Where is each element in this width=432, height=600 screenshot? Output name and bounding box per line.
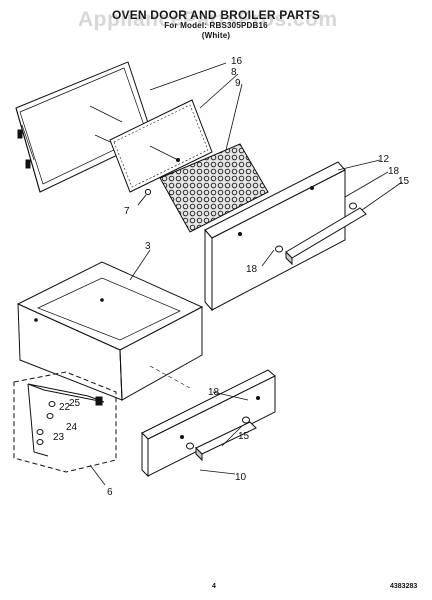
part-9-insulation-mesh — [159, 143, 269, 233]
color-line: (White) — [201, 31, 231, 40]
callout-24: 24 — [66, 422, 78, 433]
callout-labels: 16 8 9 12 18 15 7 18 3 18 25 22 24 23 15… — [53, 56, 410, 498]
callout-15-lower: 15 — [238, 431, 250, 442]
page-number: 4 — [212, 583, 216, 590]
part-15-drawer-handle-lower — [186, 416, 257, 462]
part-10-broiler-drawer-front — [141, 369, 276, 478]
callout-15-upper: 15 — [398, 176, 410, 187]
diagram-title: OVEN DOOR AND BROILER PARTS — [111, 8, 321, 22]
callout-10: 10 — [235, 472, 247, 483]
part-15-door-handle-upper — [275, 202, 367, 266]
callout-22: 22 — [59, 402, 71, 413]
callout-18-lower: 18 — [208, 387, 220, 398]
callout-25: 25 — [69, 398, 81, 409]
callout-3: 3 — [145, 241, 151, 252]
callout-18-upper: 18 — [388, 166, 400, 177]
callout-16: 16 — [231, 56, 243, 67]
document-code: 4383283 — [390, 583, 418, 590]
callout-leader-lines — [89, 62, 403, 486]
part-8-oven-glass — [109, 99, 213, 193]
part-6-bracket-kit — [13, 371, 117, 473]
callout-8: 8 — [231, 67, 237, 78]
callout-7: 7 — [124, 206, 130, 217]
callout-23: 23 — [53, 432, 65, 443]
watermark-logo: AppliancePartsPros.com — [78, 8, 338, 31]
part-7-screw-icon — [137, 188, 152, 206]
callout-12: 12 — [378, 154, 390, 165]
callout-9: 9 — [235, 78, 241, 89]
callout-18-middle: 18 — [246, 264, 258, 275]
part-3-broiler-drawer — [16, 261, 204, 401]
callout-6: 6 — [107, 487, 113, 498]
part-16-outer-door-panel — [15, 61, 154, 193]
model-line: For Model: RBS305PDB16 — [164, 21, 268, 30]
part-12-oven-door-panel — [204, 161, 346, 312]
